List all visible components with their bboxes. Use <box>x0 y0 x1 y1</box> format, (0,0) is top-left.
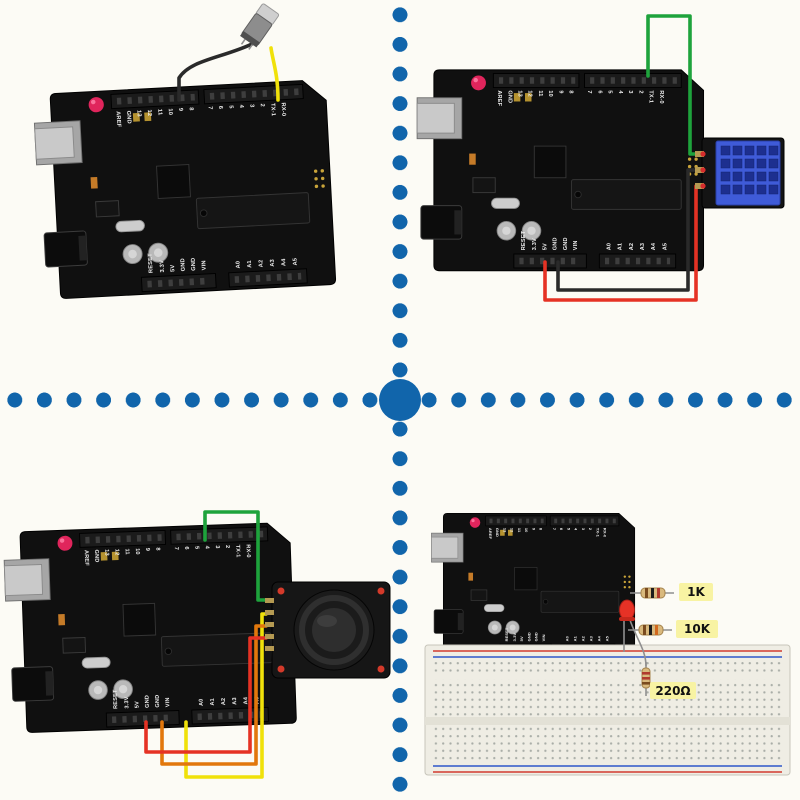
module-pin-pad <box>700 183 706 189</box>
breadboard <box>424 644 791 776</box>
resistor-220 <box>641 662 651 696</box>
wire-red <box>144 636 268 754</box>
led-breadboard-diagram: 220Ω 1K <box>424 400 791 776</box>
quadrant-led-breadboard-circuit: 220Ω 1K <box>400 400 800 800</box>
quadrant-tilt-sensor-circuit <box>0 0 400 400</box>
tilt-sensor-diagram <box>0 3 400 400</box>
mounting-hole <box>377 587 385 595</box>
center-channel <box>425 717 790 725</box>
resistor-10k <box>628 624 672 636</box>
module-pin-pad <box>700 167 706 173</box>
wire-green <box>646 14 705 156</box>
dht11-grid <box>720 145 779 195</box>
tilt-vibration-sensor <box>240 3 280 50</box>
resistor-1k-label: 1K <box>679 583 713 601</box>
resistor-label-text: 220Ω <box>655 684 690 698</box>
wire-black <box>556 168 705 292</box>
dht11-module <box>695 137 785 209</box>
mounting-hole <box>377 665 385 673</box>
mounting-hole <box>277 665 285 673</box>
joystick-module <box>265 581 391 679</box>
resistor-label-text: 10K <box>684 622 711 636</box>
mounting-hole <box>277 587 285 595</box>
resistor-220-label: 220Ω <box>650 682 696 699</box>
terminal-strip-top <box>431 679 784 717</box>
divider-center-dot <box>379 379 421 421</box>
wire-orange <box>160 624 268 766</box>
joystick-diagram <box>0 510 391 779</box>
wire-black <box>177 42 254 102</box>
resistor-1k <box>630 587 674 599</box>
module-pin-pad <box>700 151 706 157</box>
resistor-label-text: 1K <box>687 585 705 599</box>
dht11-diagram <box>400 14 785 302</box>
red-led <box>619 599 647 667</box>
wire-yellow <box>269 46 280 102</box>
quadrant-dht11-circuit <box>400 0 800 400</box>
joystick-knob <box>293 589 375 671</box>
terminal-strip-bottom <box>431 727 784 763</box>
wire-green <box>203 510 268 602</box>
wire-yellow <box>184 612 268 779</box>
quadrant-joystick-circuit <box>0 400 400 800</box>
resistor-10k-label: 10K <box>676 620 718 638</box>
